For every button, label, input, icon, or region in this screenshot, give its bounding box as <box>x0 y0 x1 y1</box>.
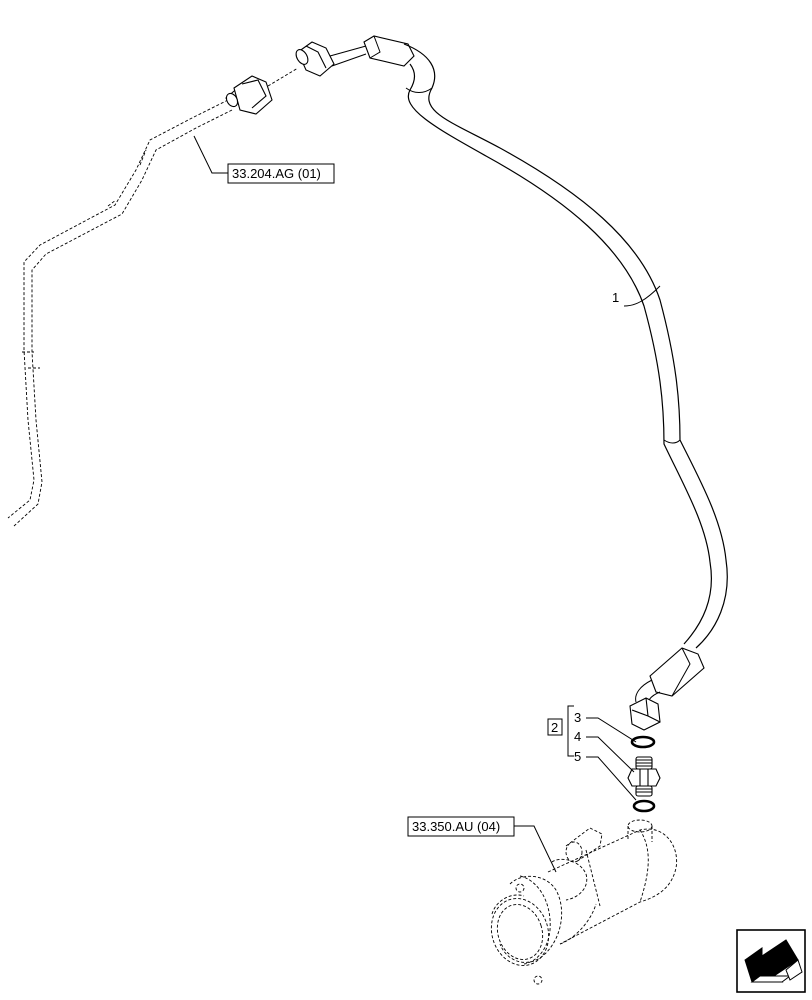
existing-pipe-dashed <box>7 67 299 527</box>
reference-cylinder[interactable]: 33.350.AU (04) <box>407 816 515 837</box>
callout-kit-box <box>547 718 563 736</box>
reference-pipe-label[interactable]: 33.204.AG (01) <box>232 166 321 181</box>
o-ring-lower <box>632 799 656 813</box>
lower-hose-nut <box>629 697 661 731</box>
callout-kit-label: 2 <box>551 720 558 735</box>
callout-o-ring-lower-label: 5 <box>574 749 581 764</box>
next-page-arrow-icon[interactable] <box>736 929 806 993</box>
hose-assembly <box>295 35 728 731</box>
lower-hose-ferrule <box>649 647 705 697</box>
pipe-union-fitting <box>225 75 273 115</box>
o-ring-upper <box>630 735 656 749</box>
cylinder-dashed <box>490 819 678 985</box>
upper-hose-nut <box>295 41 335 77</box>
callout-o-ring-upper-label: 3 <box>574 710 581 725</box>
leader-lines <box>193 135 661 873</box>
callout-adapter-label: 4 <box>574 729 581 744</box>
upper-hose-ferrule <box>363 35 415 67</box>
reference-pipe[interactable]: 33.204.AG (01) <box>227 163 335 184</box>
callout-hose-label: 1 <box>612 290 619 305</box>
adapter-fitting <box>627 756 661 797</box>
reference-cylinder-label[interactable]: 33.350.AU (04) <box>412 819 500 834</box>
